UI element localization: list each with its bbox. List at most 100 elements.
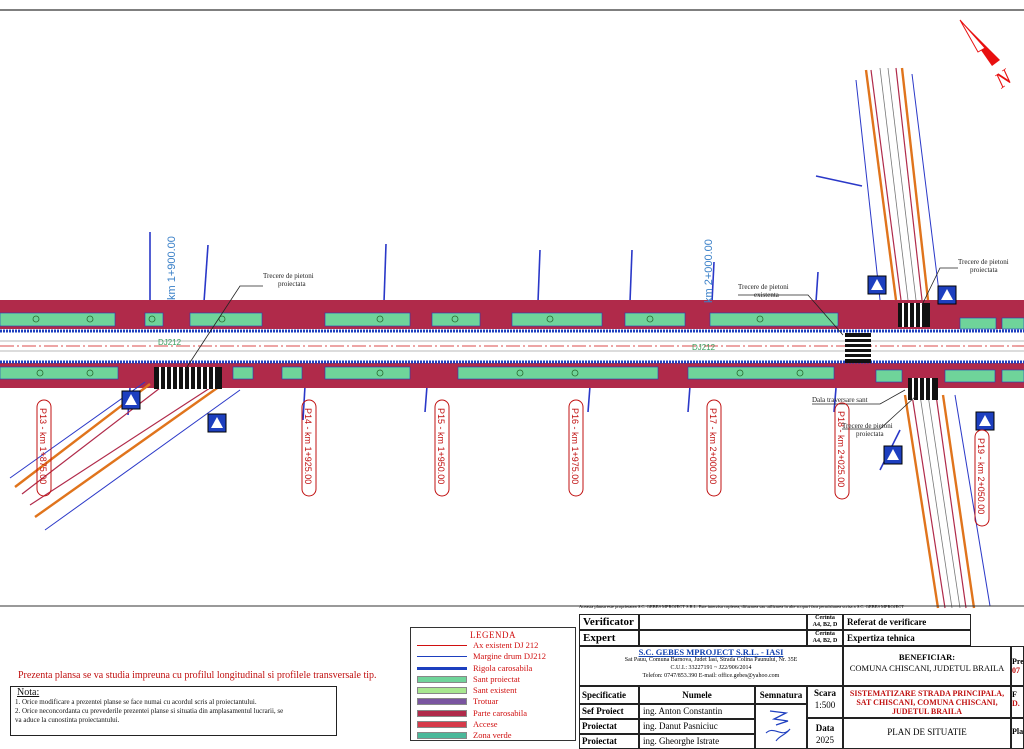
road-label-a: DJ212 bbox=[158, 338, 182, 347]
pedestrian-crossings bbox=[154, 303, 938, 400]
legend-label: Parte carosabila bbox=[473, 707, 528, 718]
legend-item: Accese bbox=[411, 719, 575, 730]
legend-item: Sant proiectat bbox=[411, 674, 575, 685]
name-proiectat-2: ing. Gheorghe Istrate bbox=[639, 734, 755, 749]
legend-item: Ax existent DJ 212 bbox=[411, 640, 575, 651]
profile-label-p17: P17 - km 2+000.00 bbox=[708, 408, 718, 484]
legend-item: Parte carosabila bbox=[411, 708, 575, 719]
col-numele: Numele bbox=[639, 686, 755, 704]
company-address: Sat Pauu, Comuna Barnova, Judet Iasi, St… bbox=[624, 657, 798, 663]
project-line-3: JUDETUL BRAILA bbox=[891, 707, 962, 716]
expert-value bbox=[639, 630, 807, 646]
profile-label-p18: P18 - km 2+025.00 bbox=[836, 411, 846, 487]
expert-label: Expert bbox=[579, 630, 639, 646]
scale-block: Scara 1:500 bbox=[807, 686, 843, 718]
legend-label: Trotuar bbox=[473, 696, 499, 707]
callout-crossing-right-bottom-2: proiectata bbox=[856, 430, 884, 438]
nota-box: Nota: 1. Orice modificare a prezentei pl… bbox=[10, 686, 337, 736]
legend-swatch bbox=[417, 666, 467, 670]
beneficiar-value: COMUNA CHISCANI, JUDETUL BRAILA bbox=[849, 663, 1005, 673]
company-name: S.C. GEBES MPROJECT S.R.L. - IASI bbox=[638, 647, 784, 657]
green-verges-bottom bbox=[0, 366, 1024, 383]
legend-item: Margine drum DJ212 bbox=[411, 651, 575, 662]
profile-label-p14: P14 - km 1+925.00 bbox=[303, 408, 313, 484]
company-cui: C.U.I.: 33227191 ~ J22/906/2014 bbox=[670, 665, 752, 671]
profile-label-p16: P16 - km 1+975.00 bbox=[570, 408, 580, 484]
profile-label-p13: P13 - km 1+875.00 bbox=[38, 408, 48, 484]
legend-item: Zona verde bbox=[411, 730, 575, 741]
scale-label: Scara bbox=[814, 688, 836, 698]
profile-label-p15: P15 - km 1+950.00 bbox=[436, 408, 446, 484]
callout-crossing-right-top-2: proiectata bbox=[970, 266, 998, 274]
tree-symbols bbox=[32, 315, 804, 377]
role-sef-proiect: Sef Proiect bbox=[579, 704, 639, 719]
date-value: 2025 bbox=[816, 735, 834, 745]
name-proiectat-1: ing. Danut Pasniciuc bbox=[639, 719, 755, 734]
legend-item: Rigola carosabila bbox=[411, 663, 575, 674]
expertiza-label: Expertiza tehnica bbox=[843, 630, 971, 646]
profile-labels: P13 - km 1+875.00 P14 - km 1+925.00 P15 … bbox=[36, 399, 990, 527]
legend-swatch bbox=[417, 675, 467, 683]
north-arrow: N bbox=[959, 19, 1017, 94]
legend-swatch bbox=[417, 687, 467, 695]
legend-swatch bbox=[417, 656, 467, 658]
signature-marks bbox=[765, 710, 791, 742]
copyright-note: Aceasta plansa este proprietatea S.C. GE… bbox=[579, 604, 904, 609]
legend-swatch bbox=[417, 645, 467, 646]
nota-line-3: va aduce la cunostinta proiectantului. bbox=[15, 716, 120, 724]
company-contact: Telefon: 0747/853.390 E-mail: office.geb… bbox=[642, 673, 780, 679]
project-line-2: SAT CHISCANI, COMUNA CHISCANI, bbox=[856, 698, 998, 707]
study-note: Prezenta plansa se va studia impreuna cu… bbox=[18, 670, 377, 681]
signature-area bbox=[755, 704, 807, 749]
road-label-b: DJ212 bbox=[692, 343, 716, 352]
legend-label: Margine drum DJ212 bbox=[473, 651, 547, 662]
legend-swatch bbox=[417, 721, 467, 729]
col-semnatura: Semnatura bbox=[755, 686, 807, 704]
nota-line-2: 2. Orice neconcordanta cu prevederile pr… bbox=[15, 707, 284, 715]
callout-crossing-existing-2: existenta bbox=[754, 291, 780, 299]
legend-item: Trotuar bbox=[411, 696, 575, 707]
name-sef-proiect: ing. Anton Constantin bbox=[639, 704, 755, 719]
callout-slab-note: Dala traversare sant bbox=[812, 396, 868, 404]
km-label-2000: km 2+000.00 bbox=[703, 239, 715, 303]
side-road-north-south bbox=[855, 67, 991, 609]
plan-title: PLAN DE SITUATIE bbox=[843, 718, 1011, 749]
beneficiar-block: BENEFICIAR: COMUNA CHISCANI, JUDETUL BRA… bbox=[843, 646, 1011, 686]
project-title: SISTEMATIZARE STRADA PRINCIPALA, SAT CHI… bbox=[843, 686, 1011, 718]
legend-label: Sant existent bbox=[473, 685, 517, 696]
legend-label: Ax existent DJ 212 bbox=[473, 640, 539, 650]
km-label-1900: km 1+900.00 bbox=[166, 236, 178, 300]
role-proiectat-1: Proiectat bbox=[579, 719, 639, 734]
date-label: Data bbox=[815, 723, 835, 733]
callout-leaders bbox=[184, 267, 958, 430]
legend-swatch bbox=[417, 732, 467, 740]
profile-label-p19: P19 - km 2+050.00 bbox=[976, 438, 986, 514]
legend-swatch bbox=[417, 698, 467, 706]
nota-title: Nota: bbox=[17, 687, 40, 698]
date-block: Data 2025 bbox=[807, 718, 843, 749]
legend-label: Sant proiectat bbox=[473, 673, 520, 684]
callout-crossing-left-1: Trecere de pietoni bbox=[263, 272, 314, 280]
callout-crossing-right-top-1: Trecere de pietoni bbox=[958, 258, 1009, 266]
col-specificatie: Specificatie bbox=[579, 686, 639, 704]
referat-label: Referat de verificare bbox=[843, 614, 971, 630]
legend-label: Rigola carosabila bbox=[473, 662, 533, 673]
nota-line-1: 1. Orice modificare a prezentei planse s… bbox=[15, 698, 257, 706]
beneficiar-label: BENEFICIAR: bbox=[898, 652, 956, 662]
scale-value: 1:500 bbox=[814, 700, 836, 710]
role-proiectat-2: Proiectat bbox=[579, 734, 639, 749]
callout-crossing-right-bottom-1: Trecere de pietoni bbox=[842, 422, 893, 430]
legend-title: LEGENDA bbox=[470, 630, 516, 640]
company-block: S.C. GEBES MPROJECT S.R.L. - IASI Sat Pa… bbox=[579, 646, 843, 686]
edge-pla: Pla bbox=[1011, 718, 1024, 749]
legend-item: Sant existent bbox=[411, 685, 575, 696]
legend-swatch bbox=[417, 709, 467, 717]
legend-label: Zona verde bbox=[473, 730, 512, 741]
verificator-label: Verificator bbox=[579, 614, 639, 630]
